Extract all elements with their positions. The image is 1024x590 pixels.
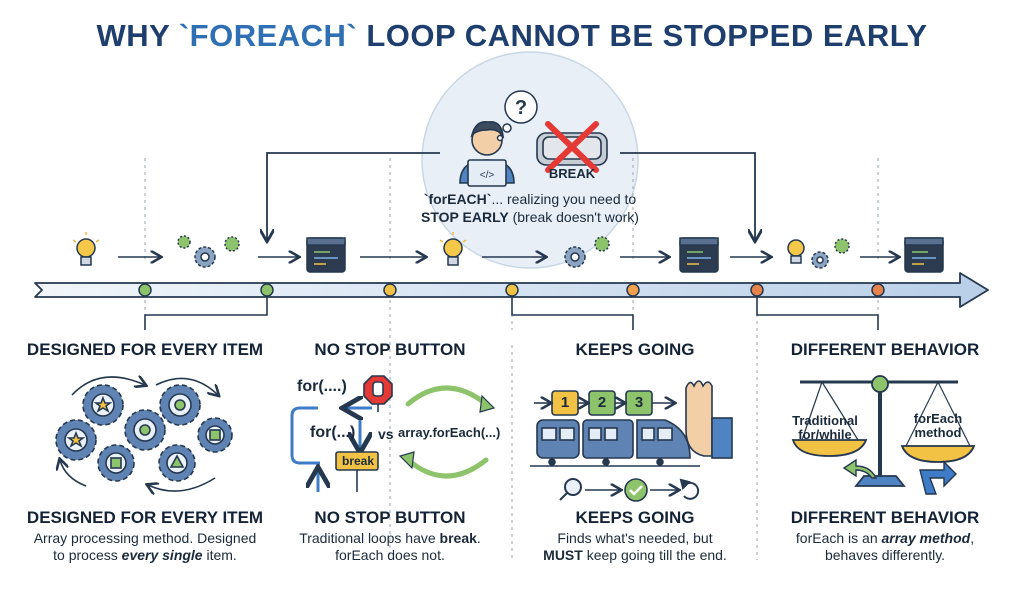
- stop-hand-icon: [363, 375, 393, 412]
- lightbulb-icon: [787, 239, 805, 264]
- developer-icon: </>: [459, 120, 515, 187]
- vs-label: vs: [378, 426, 394, 442]
- gears-process-icon: [55, 384, 233, 482]
- gears-icon: [564, 236, 610, 268]
- for-loop-label-top: for(....): [297, 378, 347, 395]
- caption-title-no-stop: NO STOP BUTTON: [314, 508, 466, 527]
- train-icon: [530, 419, 700, 467]
- lightbulb-icon: [72, 232, 100, 266]
- thought-line-2: STOP EARLY (break doesn't work): [421, 209, 639, 225]
- section-header-keeps-going: KEEPS GOING: [575, 340, 695, 359]
- thought-line-1: `forEACH`... realizing you need to: [423, 191, 637, 207]
- caption-title-different: DIFFERENT BEHAVIOR: [790, 508, 980, 527]
- step-boxes: [534, 390, 674, 416]
- page-title: WHY `FOREACH` LOOP CANNOT BE STOPPED EAR…: [96, 18, 928, 53]
- diverging-arrows-icon: [842, 458, 957, 495]
- break-key-icon: [536, 121, 608, 173]
- code-window-icon: [904, 237, 944, 273]
- check-icon: [624, 478, 648, 502]
- caption-title-keeps-going: KEEPS GOING: [575, 508, 695, 527]
- gears-icon: [811, 238, 850, 269]
- break-sign-label: break: [341, 454, 375, 468]
- code-window-icon: [306, 237, 346, 273]
- thought-bubble-background: [421, 51, 639, 269]
- step-2: 2: [597, 394, 607, 411]
- array-foreach-label: array.forEach(...): [398, 425, 501, 440]
- question-cloud-icon: ?: [496, 90, 538, 142]
- svg-text:?: ?: [515, 97, 527, 119]
- svg-text:</>: </>: [480, 170, 495, 181]
- timeline-guides: [144, 158, 879, 560]
- search-icon: [559, 478, 582, 501]
- refresh-icon: [679, 478, 700, 500]
- code-window-icon: [679, 237, 719, 273]
- caption-keeps-going: Finds what's needed, but MUST keep going…: [543, 530, 727, 563]
- section-header-no-stop: NO STOP BUTTON: [314, 340, 466, 359]
- for-loop-diagram: [290, 408, 372, 492]
- step-3: 3: [634, 394, 644, 411]
- caption-designed: Array processing method. Designed to pro…: [33, 530, 257, 563]
- foreach-cycle-icon: [405, 385, 489, 479]
- section-header-different: DIFFERENT BEHAVIOR: [790, 340, 980, 359]
- caption-title-designed: DESIGNED FOR EVERY ITEM: [26, 508, 264, 527]
- lightbulb-icon: [439, 232, 467, 266]
- caption-no-stop: Traditional loops have break. forEach do…: [299, 530, 481, 563]
- caption-different: forEach is an array method, behaves diff…: [795, 530, 975, 563]
- for-loop-label-mid: for(...): [310, 424, 356, 441]
- balance-scale-icon: [791, 375, 976, 487]
- gears-icon: [177, 235, 240, 268]
- section-header-designed: DESIGNED FOR EVERY ITEM: [26, 340, 264, 359]
- step-1: 1: [560, 394, 570, 411]
- stop-hand-icon: [685, 380, 733, 459]
- break-label: BREAK: [548, 166, 596, 181]
- break-sign-icon: [335, 451, 379, 492]
